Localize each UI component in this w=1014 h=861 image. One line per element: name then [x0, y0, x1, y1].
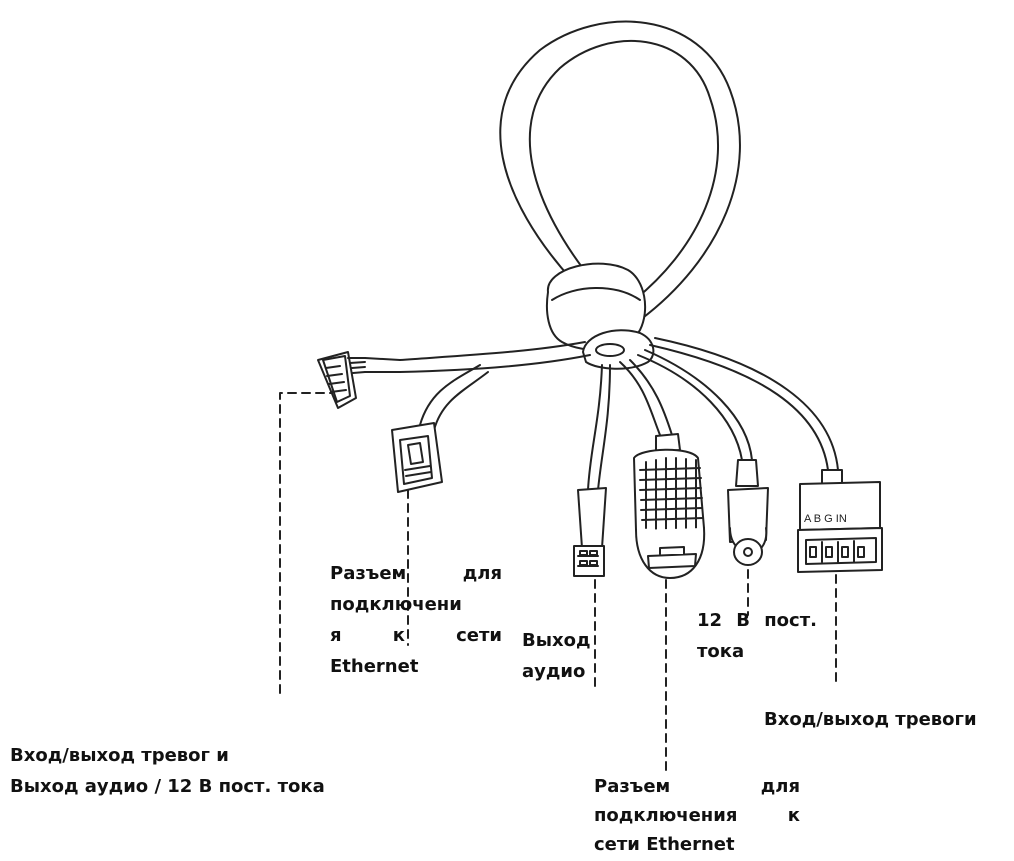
cable-rj45-left [391, 364, 489, 493]
rj45-waterproof-connector [633, 433, 706, 579]
branch-cables [587, 337, 839, 491]
label-alarm-io: Вход/выход тревоги [764, 709, 977, 730]
cable-main-left [364, 341, 591, 373]
cable-grommet [545, 262, 655, 370]
alarm-block-letters: A B G IN [804, 513, 847, 525]
audio-plug [573, 487, 607, 577]
leader-lines [279, 392, 837, 771]
cable-loop [499, 20, 741, 321]
dc-power-jack [727, 459, 769, 566]
label-ethernet-left: Разъем для подключени я к сети Ethernet [330, 563, 502, 677]
leader-multi-connector [279, 392, 333, 694]
multi-pin-connector [317, 351, 366, 409]
label-ethernet-bottom: Разъем для подключения к сети Ethernet [594, 776, 800, 855]
alarm-terminal-block: A B G IN [797, 469, 883, 573]
label-multi-connector: Вход/выход тревог и Выход аудио / 12 В п… [10, 745, 325, 797]
label-audio-out: Выход аудио [522, 630, 591, 682]
label-power-12v: 12 В пост. тока [697, 610, 817, 662]
